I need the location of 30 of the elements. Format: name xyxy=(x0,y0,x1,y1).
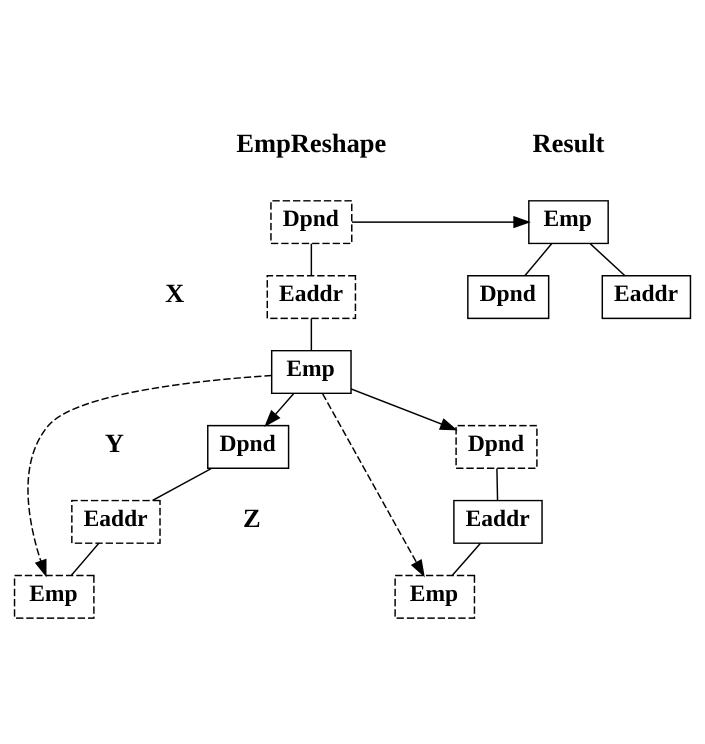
label: EmpReshape xyxy=(236,128,386,158)
connector xyxy=(310,244,312,276)
node-box: Dpnd xyxy=(270,200,352,244)
node-box: Dpnd xyxy=(467,275,550,320)
node-box: Eaddr xyxy=(602,275,692,320)
arrow xyxy=(27,374,272,578)
node-box: Emp xyxy=(14,574,95,619)
connector xyxy=(496,468,498,500)
connector xyxy=(70,542,100,576)
connector xyxy=(152,468,212,502)
node-box: Emp xyxy=(394,574,476,619)
label: X xyxy=(165,278,184,308)
label: Z xyxy=(243,502,261,533)
node-box: Emp xyxy=(528,200,609,244)
label: Y xyxy=(104,428,124,458)
label: Result xyxy=(532,128,604,158)
node-box: Emp xyxy=(270,350,352,394)
node-box: Eaddr xyxy=(453,500,543,544)
node-box: Eaddr xyxy=(266,275,356,320)
connector xyxy=(452,542,481,576)
connector xyxy=(310,318,312,351)
arrow xyxy=(322,393,425,578)
connector xyxy=(524,243,552,276)
node-box: Dpnd xyxy=(455,424,538,469)
node-box: Eaddr xyxy=(71,500,161,544)
arrow xyxy=(264,393,294,428)
connector xyxy=(590,243,626,276)
arrow xyxy=(352,216,531,228)
node-box: Dpnd xyxy=(207,424,290,469)
arrow xyxy=(350,388,458,430)
